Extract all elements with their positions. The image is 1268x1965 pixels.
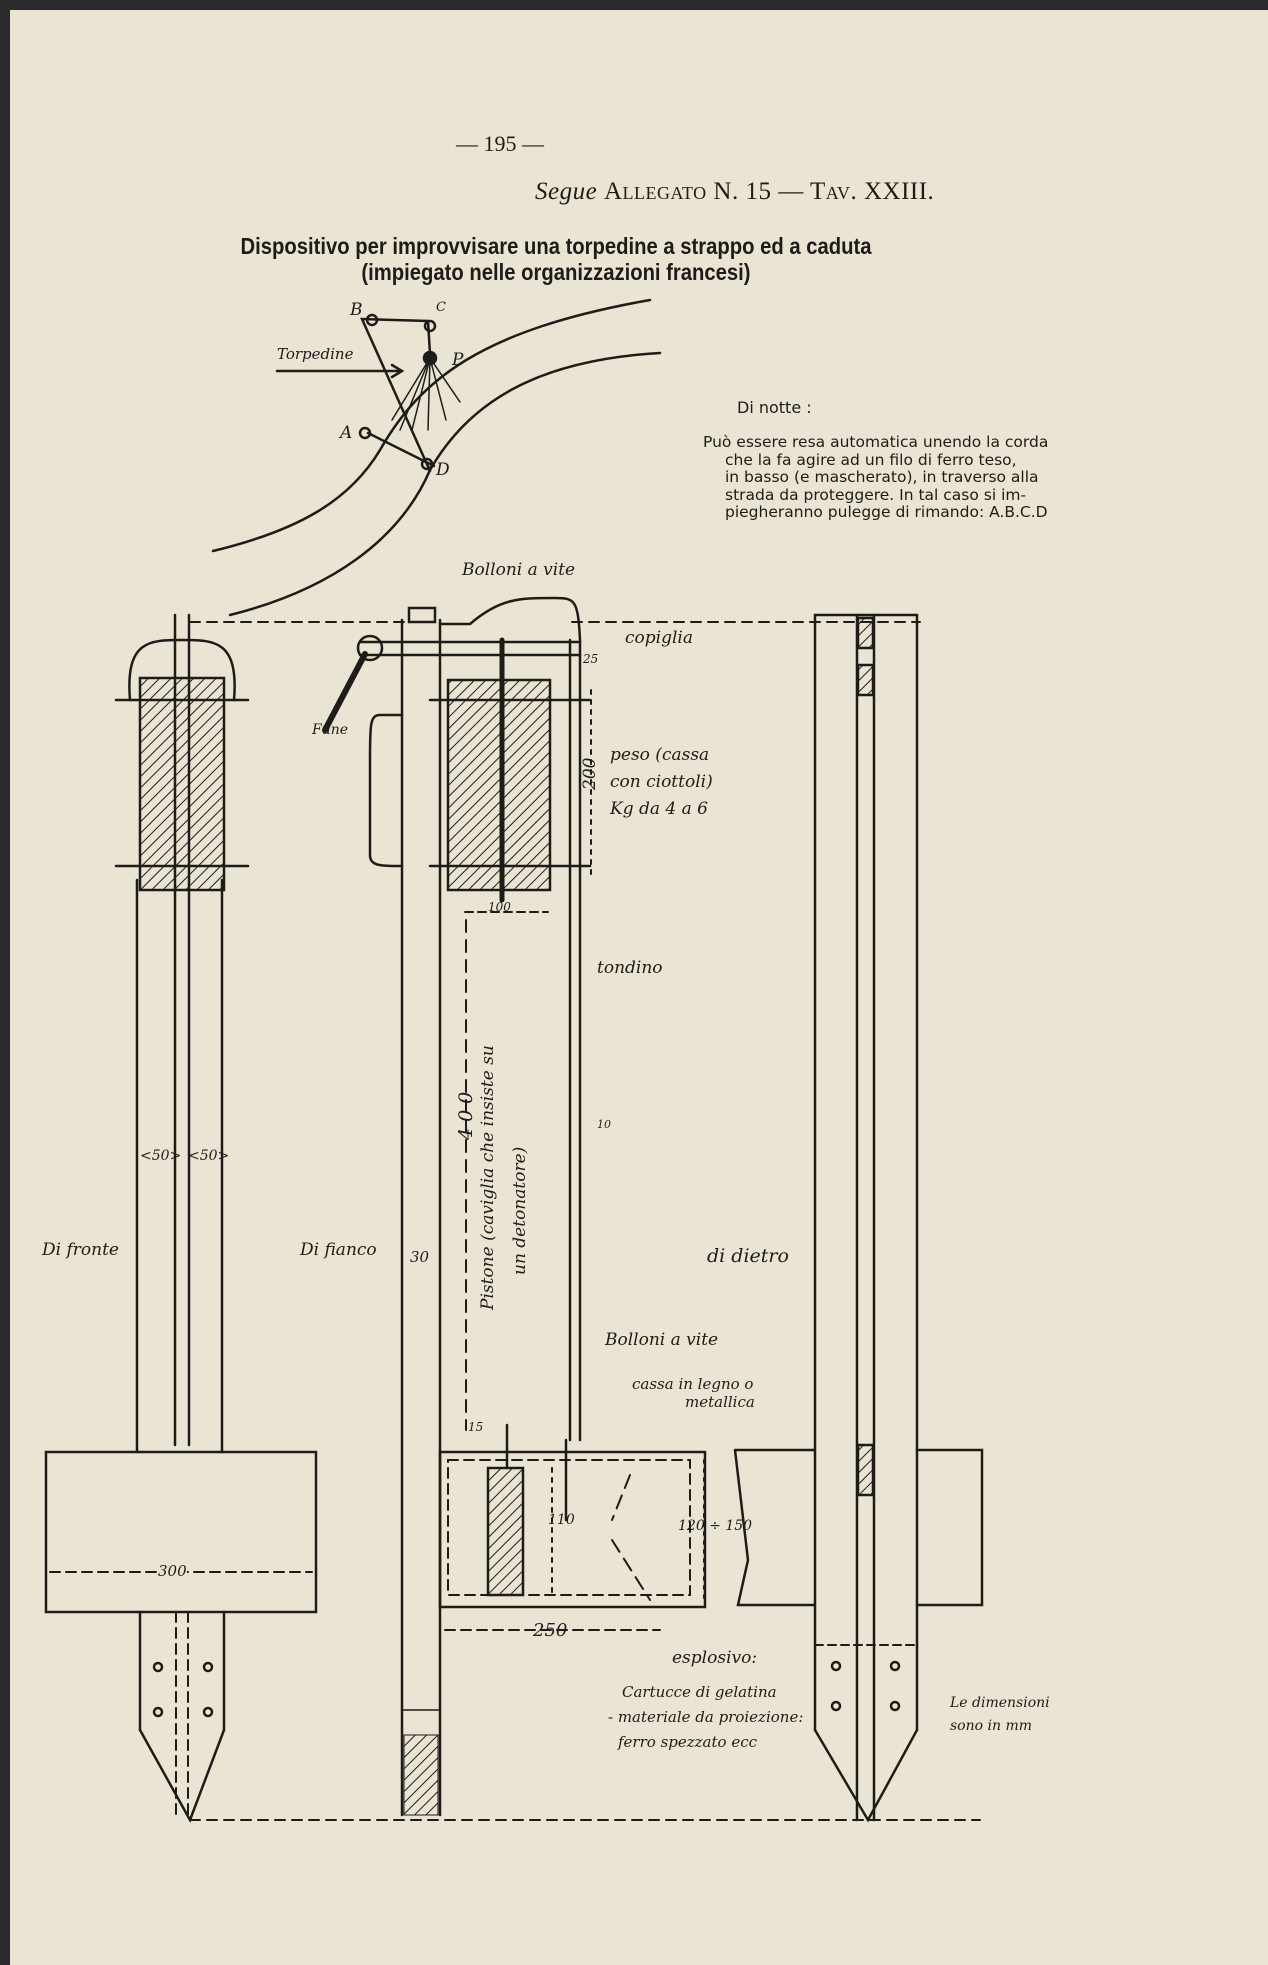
dim-100: 100 xyxy=(488,900,511,914)
point-b: B xyxy=(350,300,363,320)
road-plan-diagram xyxy=(211,298,662,617)
label-peso-2: con ciottoli) xyxy=(610,772,713,792)
pulley-b xyxy=(365,313,379,327)
note-heading: Di notte : xyxy=(737,398,812,417)
label-cassa-2: metallica xyxy=(685,1393,755,1411)
dim-50-right: <50> xyxy=(188,1148,230,1164)
dim-30: 30 xyxy=(410,1248,430,1266)
view-label-back: di dietro xyxy=(707,1245,789,1267)
note-body: Può essere resa automatica unendo la cor… xyxy=(703,433,1103,522)
label-copiglia: copiglia xyxy=(625,628,693,648)
pulley-cord xyxy=(360,317,432,473)
label-torpedine: Torpedine xyxy=(277,345,354,363)
label-peso-1: peso (cassa xyxy=(610,745,710,765)
road-edge-lower xyxy=(228,351,662,617)
label-esplosivo: esplosivo: xyxy=(672,1648,758,1668)
view-label-front: Di fronte xyxy=(42,1240,119,1260)
label-esplosivo-3: ferro spezzato ecc xyxy=(618,1733,757,1751)
label-units-1: Le dimensioni xyxy=(950,1695,1050,1711)
header-segue: Segue xyxy=(535,178,598,205)
front-view xyxy=(44,613,318,1823)
pulley-c xyxy=(423,319,437,333)
label-pistone-2: un detonatore) xyxy=(510,1146,530,1275)
dim-400: 400 xyxy=(455,1085,477,1140)
point-c: C xyxy=(436,300,446,315)
point-a: A xyxy=(340,423,353,443)
blast-rays xyxy=(391,357,461,431)
dim-50-left: <50> xyxy=(140,1148,182,1164)
back-view xyxy=(733,613,984,1823)
point-p: P xyxy=(452,350,464,370)
label-units-2: sono in mm xyxy=(950,1718,1033,1734)
label-esplosivo-2: - materiale da proiezione: xyxy=(608,1708,804,1726)
view-label-side: Di fianco xyxy=(300,1240,377,1260)
label-cassa-1: cassa in legno o xyxy=(632,1375,754,1393)
dim-120-150: 120 ÷ 150 xyxy=(678,1518,753,1534)
side-view xyxy=(322,596,707,1817)
point-d: D xyxy=(436,460,450,480)
dim-110: 110 xyxy=(548,1512,575,1528)
dim-15: 15 xyxy=(468,1420,484,1434)
page-number: — 195 — xyxy=(456,131,544,156)
scanned-page xyxy=(10,10,1268,1965)
dim-250: 250 xyxy=(533,1620,568,1641)
label-tondino: tondino xyxy=(597,958,663,978)
dim-200: 200 xyxy=(580,757,600,790)
label-bolloni-top: Bolloni a vite xyxy=(462,560,576,580)
note-line: Può essere resa automatica unendo la cor… xyxy=(703,433,1049,451)
label-fune: Fune xyxy=(312,722,349,738)
pulley-a xyxy=(358,426,372,440)
dim-300: 300 xyxy=(158,1562,187,1580)
note-line: che la fa agire ad un filo di ferro teso… xyxy=(725,450,1017,469)
note-line: piegheranno pulegge di rimando: A.B.C.D xyxy=(725,503,1048,521)
label-bolloni-bottom: Bolloni a vite xyxy=(605,1330,719,1350)
label-peso-3: Kg da 4 a 6 xyxy=(610,799,708,819)
diagram-subtitle: (impiegato nelle organizzazioni francesi… xyxy=(361,259,751,285)
header-allegato: Allegato N. 15 — Tav. XXIII. xyxy=(603,178,935,205)
note-line: in basso (e mascherato), in traverso all… xyxy=(725,468,1039,486)
road-edge-upper xyxy=(211,298,652,553)
dim-25: 25 xyxy=(583,652,599,666)
note-line: strada da proteggere. In tal caso si im- xyxy=(725,485,1027,504)
diagram-title: Dispositivo per improvvisare una torpedi… xyxy=(240,233,872,259)
label-pistone-1: Pistone (caviglia che insiste su xyxy=(478,1045,498,1310)
dim-10: 10 xyxy=(597,1118,611,1131)
page-header: Segue Allegato N. 15 — Tav. XXIII. xyxy=(535,178,934,206)
pulley-d xyxy=(420,457,434,471)
label-esplosivo-1: Cartucce di gelatina xyxy=(622,1683,777,1701)
